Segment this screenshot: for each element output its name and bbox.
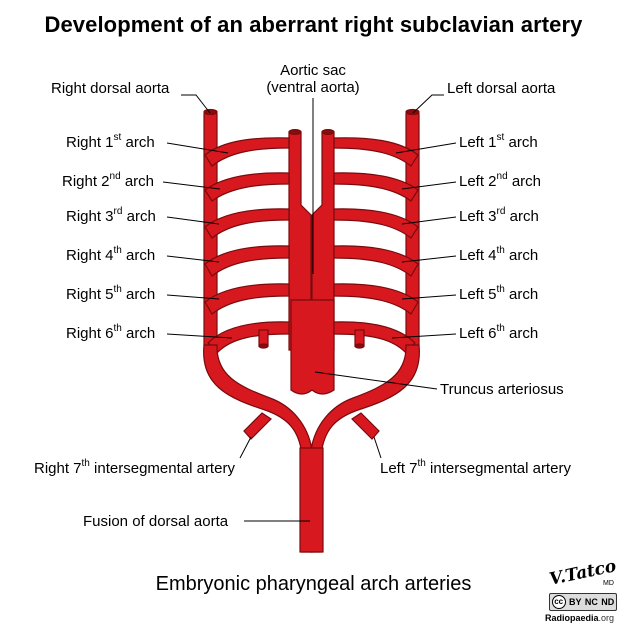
radiopaedia-link[interactable]: Radiopaedia.org bbox=[545, 613, 615, 623]
right-7th-intersegmental-vessel bbox=[243, 412, 272, 440]
left-7th-intersegmental-vessel bbox=[351, 412, 380, 440]
left-arch-5 bbox=[333, 283, 419, 315]
by-badge: BY bbox=[569, 597, 582, 607]
left-arch-2-label: Left 2nd arch bbox=[459, 171, 542, 191]
leader-lines bbox=[162, 94, 457, 522]
nc-badge: NC bbox=[584, 597, 598, 607]
right-arch-1 bbox=[204, 137, 290, 167]
right-arch-4-label: Right 4th arch bbox=[66, 245, 156, 265]
creative-commons-badge[interactable]: cc BY NC ND bbox=[549, 593, 617, 611]
right-arch-3-label: Right 3rd arch bbox=[66, 206, 156, 226]
left-arch-5-label: Left 5th arch bbox=[459, 284, 539, 304]
left-7th-intersegmental-label: Left 7th intersegmental artery bbox=[380, 458, 571, 478]
truncus-arteriosus-label: Truncus arteriosus bbox=[440, 381, 564, 398]
right-dorsal-aorta-label: Right dorsal aorta bbox=[51, 80, 170, 97]
left-dorsal-aorta-label: Left dorsal aorta bbox=[447, 80, 556, 97]
left-arch-1-label: Left 1st arch bbox=[459, 132, 538, 152]
aortic-sac-label: Aortic sac (ventral aorta) bbox=[266, 62, 360, 96]
fused-dorsal-aorta bbox=[299, 447, 324, 553]
author-signature-suffix: MD bbox=[603, 580, 614, 587]
right-7th-intersegmental-label: Right 7th intersegmental artery bbox=[34, 458, 235, 478]
left-arch-4 bbox=[333, 245, 419, 277]
left-arch-6-label: Left 6th arch bbox=[459, 323, 539, 343]
right-arch-5 bbox=[204, 283, 290, 315]
left-arch-2 bbox=[333, 172, 419, 202]
cc-icon: cc bbox=[551, 595, 566, 609]
right-arch-6-label: Right 6th arch bbox=[66, 323, 156, 343]
right-arch-2-label: Right 2nd arch bbox=[62, 171, 155, 191]
fusion-dorsal-aorta-label: Fusion of dorsal aorta bbox=[83, 513, 229, 530]
left-arch-3-label: Left 3rd arch bbox=[459, 206, 539, 226]
artery-vessels bbox=[203, 108, 420, 553]
diagram-title: Development of an aberrant right subclav… bbox=[44, 12, 583, 37]
right-arch-2 bbox=[204, 172, 290, 202]
left-arch-3 bbox=[333, 208, 419, 239]
right-arch-3 bbox=[204, 208, 290, 239]
right-arch-4 bbox=[204, 245, 290, 277]
left-arch-4-label: Left 4th arch bbox=[459, 245, 539, 265]
right-arch-5-label: Right 5th arch bbox=[66, 284, 156, 304]
diagram-caption: Embryonic pharyngeal arch arteries bbox=[155, 573, 472, 595]
right-arch-1-label: Right 1st arch bbox=[66, 132, 155, 152]
truncus-arteriosus-vessel bbox=[290, 299, 335, 395]
left-arch-1 bbox=[333, 137, 419, 167]
nd-badge: ND bbox=[601, 597, 615, 607]
